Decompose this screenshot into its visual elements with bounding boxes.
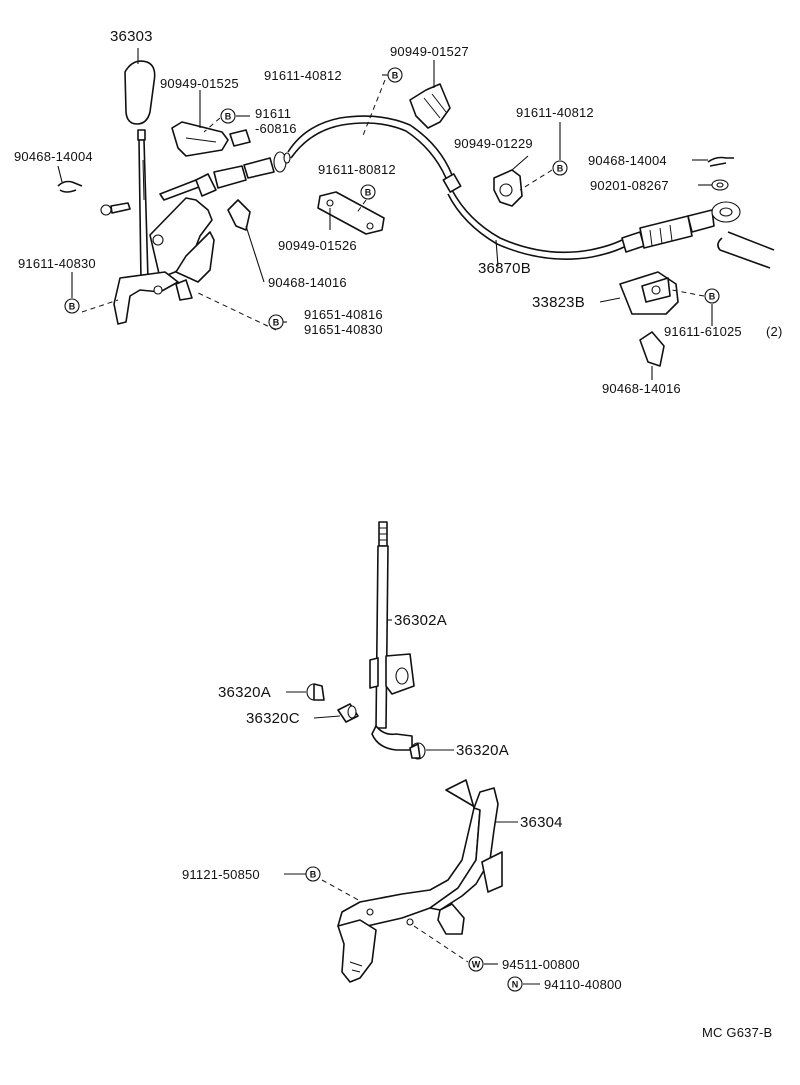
retainer-clip-right — [639, 331, 665, 367]
label-36320c: 36320C — [246, 710, 300, 727]
collar-36320c — [337, 703, 359, 723]
cable-clip-01526 — [317, 191, 385, 235]
label-90201-08267: 90201-08267 — [590, 178, 669, 193]
cable-adjuster-left — [159, 151, 291, 201]
label-36304: 36304 — [520, 814, 563, 831]
svg-text:B: B — [310, 870, 317, 880]
label-91611-40830: 91611-40830 — [18, 256, 96, 271]
bolt-marker-91611-40830: B — [64, 298, 80, 314]
transmission-lever — [717, 231, 775, 269]
label-91121-50850: 91121-50850 — [182, 867, 260, 882]
label-36870b: 36870B — [478, 260, 531, 277]
leader-lines-top — [57, 48, 713, 380]
cable-end-bolt — [100, 202, 131, 216]
label-91611-40812-right: 91611-40812 — [516, 105, 594, 120]
figure-code: MC G637-B — [702, 1025, 772, 1040]
label-33823b: 33823B — [532, 294, 585, 311]
label-94511-00800: 94511-00800 — [502, 957, 580, 972]
bolt-marker-91121-50850: B — [305, 866, 321, 882]
bushing-36320a-left — [306, 683, 325, 701]
shift-lever-36302a — [369, 521, 415, 751]
shift-lever-shaft — [137, 129, 149, 283]
bolt-marker-91611-60816: B — [220, 108, 236, 124]
label-90468-14004-left: 90468-14004 — [14, 149, 93, 164]
bolt-marker-91611-40812-right: B — [552, 160, 568, 176]
label-90949-01526: 90949-01526 — [278, 238, 357, 253]
label-91651-40816: 91651-40816 — [304, 307, 383, 322]
shift-base-bracket-36304 — [337, 779, 503, 983]
shift-knob — [124, 60, 156, 125]
svg-text:W: W — [472, 960, 481, 970]
label-90468-14016-left: 90468-14016 — [268, 275, 347, 290]
svg-text:B: B — [392, 71, 399, 81]
label-90468-14004-right: 90468-14004 — [588, 153, 667, 168]
svg-text:N: N — [512, 980, 519, 990]
cable-clip-01525 — [171, 121, 229, 157]
cable-bracket-01229 — [493, 169, 523, 207]
label-91611-61025-qty: (2) — [766, 324, 783, 339]
bolt-91611-60816 — [229, 129, 251, 147]
cable-clip-01527 — [409, 83, 451, 129]
label-90949-01527: 90949-01527 — [390, 44, 469, 59]
svg-text:B: B — [557, 164, 564, 174]
label-91611-60816-b: -60816 — [255, 121, 297, 136]
cable-bracket-33823b — [619, 271, 679, 315]
label-91611-80812: 91611-80812 — [318, 162, 396, 177]
label-36320a-left: 36320A — [218, 684, 271, 701]
bolt-marker-91651: B — [268, 314, 284, 330]
label-91611-61025: 91611-61025 — [664, 324, 742, 339]
left-cotter-pin — [57, 180, 83, 193]
label-90949-01229: 90949-01229 — [454, 136, 533, 151]
washer-marker-94511: W — [468, 956, 484, 972]
bolt-marker-91611-80812: B — [360, 184, 376, 200]
cable-adjuster-right — [621, 201, 741, 253]
label-36303: 36303 — [110, 28, 153, 45]
svg-text:B: B — [365, 188, 372, 198]
bushing-36320a-right — [409, 742, 426, 760]
label-36320a-right: 36320A — [456, 742, 509, 759]
svg-text:B: B — [69, 302, 76, 312]
cable-clamp-ring — [442, 173, 462, 193]
bolt-marker-91611-61025: B — [704, 288, 720, 304]
label-90949-01525: 90949-01525 — [160, 76, 239, 91]
washer-90201 — [711, 179, 729, 191]
label-94110-40800: 94110-40800 — [544, 977, 622, 992]
bolt-marker-91611-40812: B — [387, 67, 403, 83]
label-36302a: 36302A — [394, 612, 447, 629]
right-cotter-pin — [707, 156, 734, 167]
label-91611-60816-a: 91611 — [255, 106, 291, 121]
nut-marker-94110: N — [507, 976, 523, 992]
svg-text:B: B — [273, 318, 280, 328]
label-91611-40812-top: 91611-40812 — [264, 68, 342, 83]
shift-cable — [287, 115, 625, 260]
leader-lines-bottom — [284, 619, 540, 985]
label-90468-14016-right: 90468-14016 — [602, 381, 681, 396]
svg-text:B: B — [709, 292, 716, 302]
retainer-clip-left — [227, 199, 251, 231]
svg-text:B: B — [225, 112, 232, 122]
label-91651-40830: 91651-40830 — [304, 322, 383, 337]
shift-bracket-top — [113, 197, 215, 325]
